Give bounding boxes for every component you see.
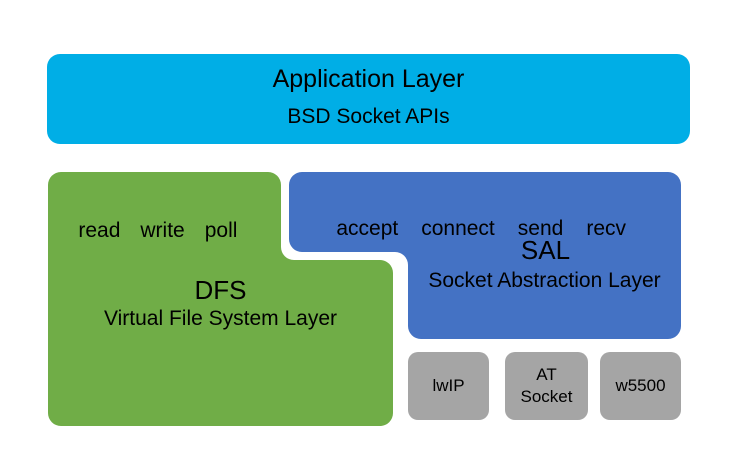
application-layer-shape[interactable]: [47, 54, 690, 144]
dfs-layer-shape[interactable]: [48, 172, 393, 426]
provider-box-at-socket[interactable]: [505, 352, 588, 420]
provider-box-lwip[interactable]: [408, 352, 489, 420]
sal-layer-shape[interactable]: [289, 172, 681, 339]
provider-box-w5500[interactable]: [600, 352, 681, 420]
